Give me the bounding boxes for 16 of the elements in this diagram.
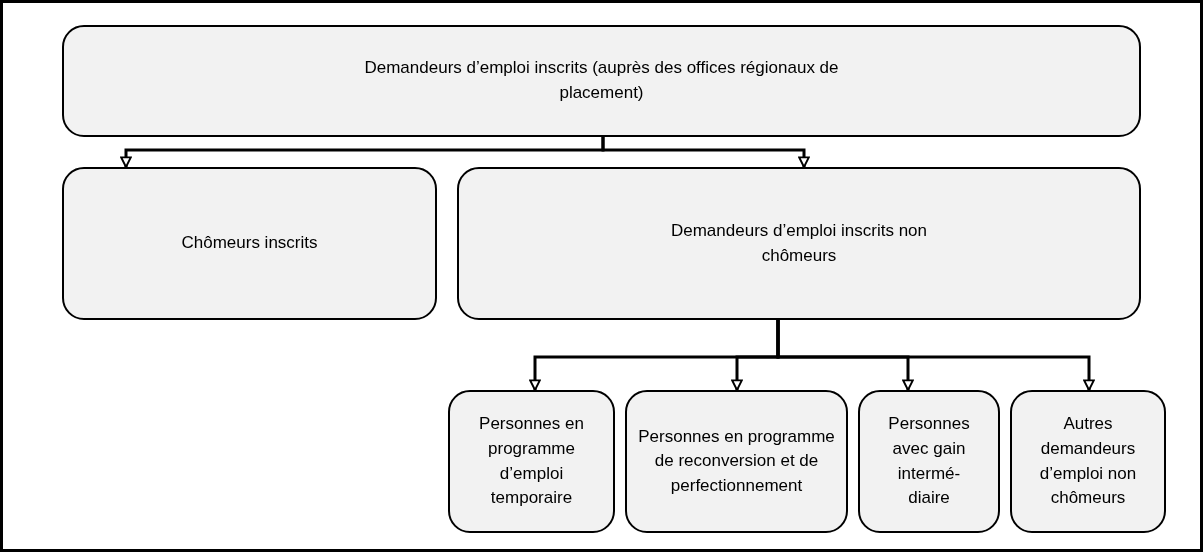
rounded-box	[1010, 390, 1166, 533]
connector-arrow	[776, 320, 1095, 391]
box-label: Demandeurs d’emploi inscrits (auprès des offices régionaux de placement)	[363, 57, 840, 104]
rounded-box	[457, 167, 1141, 320]
box-label: Personnes en programme de reconversion et de perfectionnement	[637, 425, 836, 497]
connector-arrow	[601, 137, 810, 168]
rounded-box	[62, 25, 1141, 137]
rounded-box	[448, 390, 615, 533]
rounded-box	[858, 390, 1000, 533]
box-label: Chômeurs inscrits	[181, 232, 318, 255]
box-label: Personnes en programme d’emploi temporaire	[478, 413, 585, 510]
rounded-box	[625, 390, 848, 533]
rounded-box	[62, 167, 437, 320]
box-label: Autres demandeurs d’emploi non chômeurs	[1038, 413, 1138, 510]
box-label: Demandeurs d’emploi inscrits non chômeurs	[669, 219, 929, 267]
box-label: Personnes avec gain intermé-diaire	[887, 413, 971, 510]
